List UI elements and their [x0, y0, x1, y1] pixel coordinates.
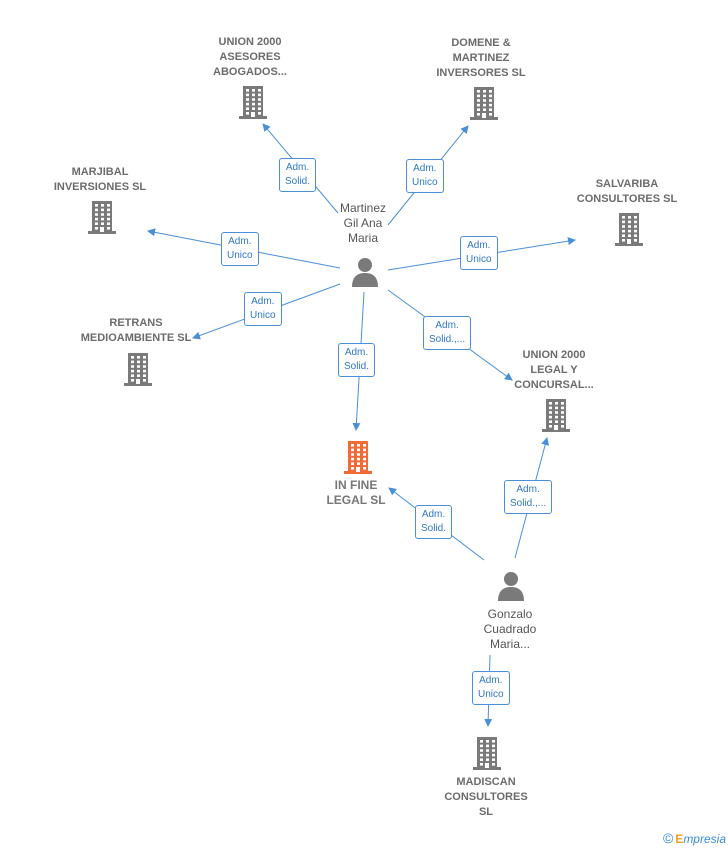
edge-label-gonzalo-union2000-legal[interactable]: Adm. Solid.,...	[504, 480, 553, 514]
company-label-infine[interactable]: IN FINE LEGAL SL	[326, 478, 386, 507]
company-label-domene[interactable]: DOMENE & MARTINEZ INVERSORES SL	[436, 37, 526, 79]
person-icon[interactable]	[349, 256, 381, 288]
edge-label-martinez-marjibal[interactable]: Adm. Unico	[221, 232, 259, 266]
company-label-salvariba[interactable]: SALVARIBA CONSULTORES SL	[576, 178, 678, 205]
copyright-icon: ©	[662, 830, 674, 846]
edge-label-martinez-union2000-asesores[interactable]: Adm. Solid.	[279, 158, 317, 192]
person-icon[interactable]	[495, 570, 527, 602]
edge-label-gonzalo-infine[interactable]: Adm. Solid.	[415, 505, 453, 539]
brand-logo-initial: E	[675, 832, 684, 846]
building-icon[interactable]	[613, 212, 645, 246]
company-label-retrans[interactable]: RETRANS MEDIOAMBIENTE SL	[80, 317, 192, 344]
footer-brand[interactable]: ©Empresia	[663, 830, 726, 846]
building-icon-main[interactable]	[342, 440, 374, 474]
brand-logo-text: mpresia	[683, 832, 726, 846]
edge-label-martinez-domene[interactable]: Adm. Unico	[406, 159, 444, 193]
edge-label-martinez-salvariba[interactable]: Adm. Unico	[460, 236, 498, 270]
edge-label-gonzalo-madiscan[interactable]: Adm. Unico	[472, 671, 510, 705]
company-label-madiscan[interactable]: MADISCAN CONSULTORES SL	[444, 776, 528, 818]
person-label-martinez[interactable]: Martinez Gil Ana Maria	[339, 201, 386, 245]
person-label-gonzalo[interactable]: Gonzalo Cuadrado Maria...	[483, 607, 537, 651]
company-label-union2000-legal[interactable]: UNION 2000 LEGAL Y CONCURSAL...	[514, 349, 594, 391]
building-icon[interactable]	[540, 398, 572, 432]
building-icon[interactable]	[471, 736, 503, 770]
company-label-marjibal[interactable]: MARJIBAL INVERSIONES SL	[53, 166, 147, 193]
edge-label-martinez-infine[interactable]: Adm. Solid.	[338, 343, 376, 377]
building-icon[interactable]	[468, 86, 500, 120]
edge-label-martinez-retrans[interactable]: Adm. Unico	[244, 292, 282, 326]
building-icon[interactable]	[122, 352, 154, 386]
building-icon[interactable]	[86, 200, 118, 234]
edge-label-martinez-union2000-legal[interactable]: Adm. Solid.,...	[423, 316, 472, 350]
company-label-union2000-asesores[interactable]: UNION 2000 ASESORES ABOGADOS...	[213, 36, 287, 78]
building-icon[interactable]	[237, 85, 269, 119]
